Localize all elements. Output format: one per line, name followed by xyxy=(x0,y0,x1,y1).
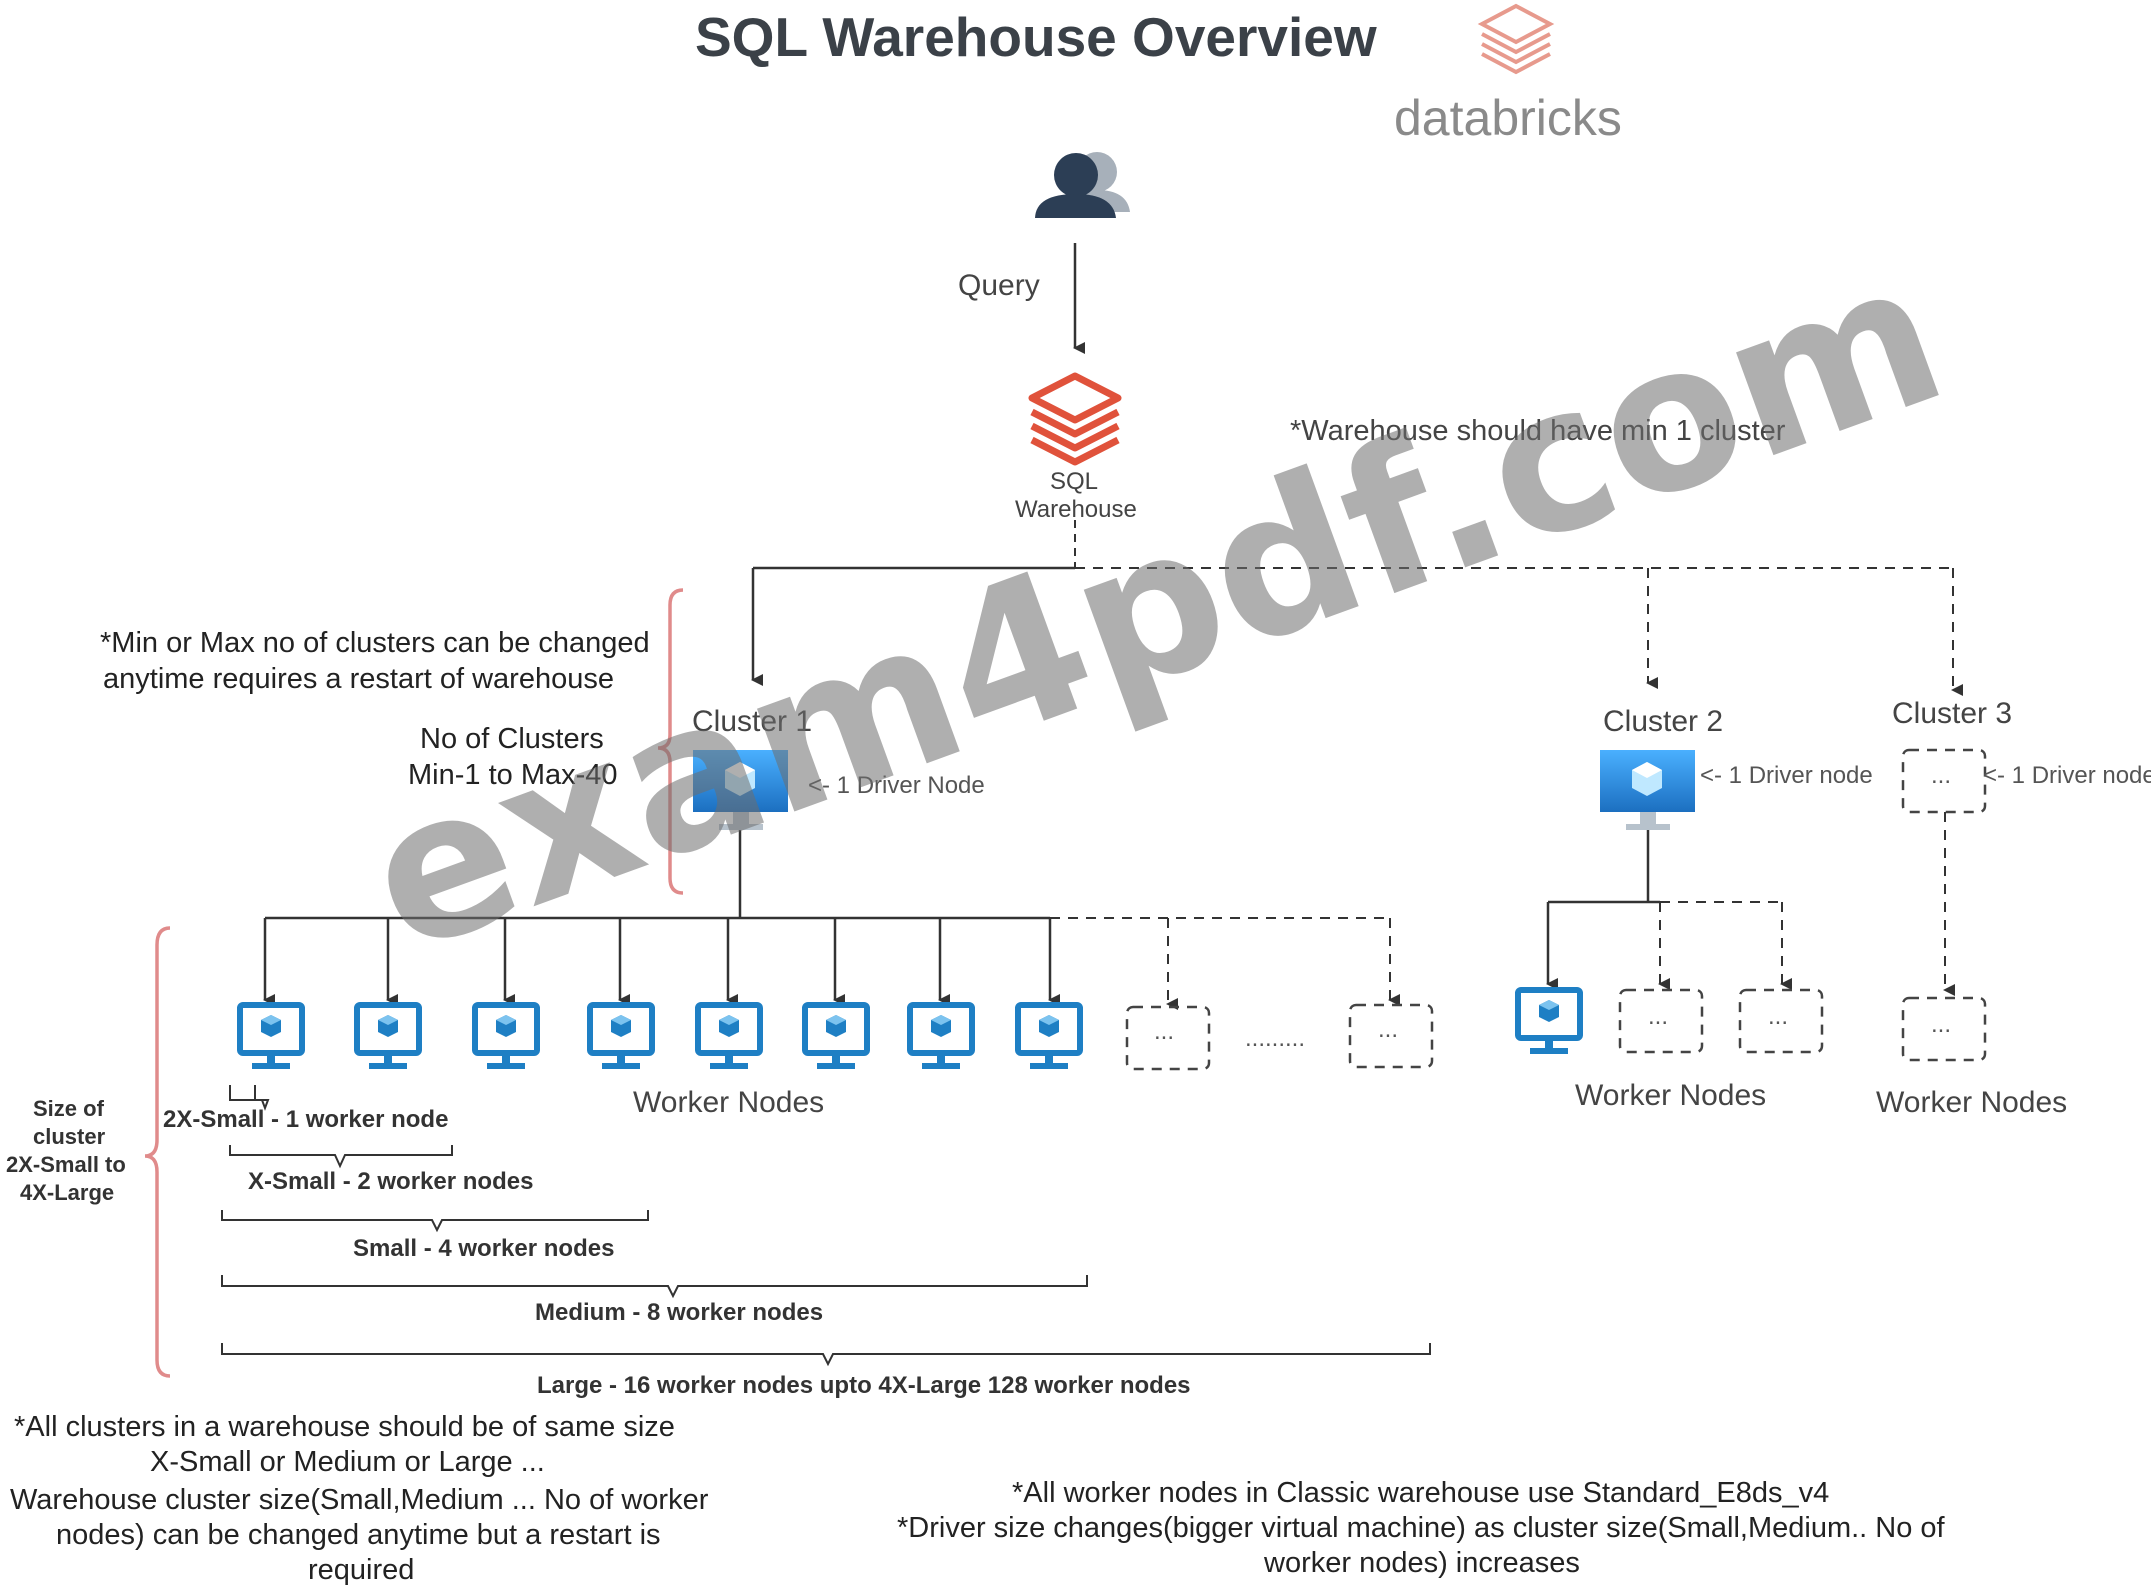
cluster3-label: Cluster 3 xyxy=(1892,697,2013,730)
warehouse-label-line1: SQL xyxy=(1050,468,1099,495)
cluster3-worker-node: ... xyxy=(1931,1011,1952,1038)
cluster2-label: Cluster 2 xyxy=(1603,705,1724,738)
size-label-line3: 2X-Small to xyxy=(6,1152,126,1177)
size-small: Small - 4 worker nodes xyxy=(353,1235,615,1262)
query-label: Query xyxy=(958,269,1040,302)
bottom-left-note-5: required xyxy=(308,1554,415,1586)
cluster1-workers-label: Worker Nodes xyxy=(633,1086,825,1119)
no-clusters-line2: Min-1 to Max-40 xyxy=(408,759,618,791)
bottom-left-note-2: X-Small or Medium or Large ... xyxy=(150,1446,545,1478)
cluster2-extra-node-1: ... xyxy=(1648,1003,1669,1030)
bottom-left-note-3: Warehouse cluster size(Small,Medium ... … xyxy=(10,1484,709,1516)
cluster3-driver-node: ... xyxy=(1931,762,1952,789)
cluster2-workers-label: Worker Nodes xyxy=(1575,1079,1767,1112)
cluster2-driver-note: <- 1 Driver node xyxy=(1700,762,1873,789)
warehouse-label-line2: Warehouse xyxy=(1015,496,1137,523)
cluster3-workers-label: Worker Nodes xyxy=(1876,1086,2068,1119)
cluster1-more-dots: ......... xyxy=(1245,1025,1306,1052)
bottom-left-note-1: *All clusters in a warehouse should be o… xyxy=(14,1411,675,1443)
note-min-cluster: *Warehouse should have min 1 cluster xyxy=(1290,415,1786,447)
user-group-icon xyxy=(1035,152,1130,218)
page-title: SQL Warehouse Overview xyxy=(695,6,1377,68)
bottom-right-note-2: *Driver size changes(bigger virtual mach… xyxy=(897,1512,1945,1544)
clusters-brace xyxy=(657,588,684,895)
size-label-line4: 4X-Large xyxy=(20,1180,115,1205)
cluster1-extra-node-2: ... xyxy=(1378,1016,1399,1043)
databricks-logo-icon xyxy=(1477,3,1555,75)
size-large: Large - 16 worker nodes upto 4X-Large 12… xyxy=(537,1372,1191,1399)
size-2x-small: 2X-Small - 1 worker node xyxy=(163,1106,449,1133)
bottom-right-note-3: worker nodes) increases xyxy=(1264,1547,1580,1579)
size-x-small: X-Small - 2 worker nodes xyxy=(248,1168,534,1195)
cluster1-driver-note: <- 1 Driver Node xyxy=(808,772,985,799)
cluster1-extra-node-1: ... xyxy=(1154,1018,1175,1045)
cluster2-extra-node-2: ... xyxy=(1768,1003,1789,1030)
bottom-left-note-4: nodes) can be changed anytime but a rest… xyxy=(56,1519,661,1551)
sql-warehouse-icon xyxy=(1028,372,1122,466)
size-brace xyxy=(144,926,171,1378)
cluster3-driver-note: <- 1 Driver node xyxy=(1983,762,2151,789)
size-label-line1: Size of xyxy=(33,1096,104,1121)
note-clusters-line2: anytime requires a restart of warehouse xyxy=(103,663,614,695)
databricks-brand-text: databricks xyxy=(1394,90,1622,146)
watermark-text: exam4pdf.com xyxy=(340,215,1971,999)
size-label-line2: cluster xyxy=(33,1124,106,1149)
no-clusters-line1: No of Clusters xyxy=(420,723,604,755)
size-medium: Medium - 8 worker nodes xyxy=(535,1299,824,1326)
note-clusters-line1: *Min or Max no of clusters can be change… xyxy=(100,627,650,659)
cluster1-label: Cluster 1 xyxy=(692,705,813,738)
bottom-right-note-1: *All worker nodes in Classic warehouse u… xyxy=(1012,1477,1830,1509)
